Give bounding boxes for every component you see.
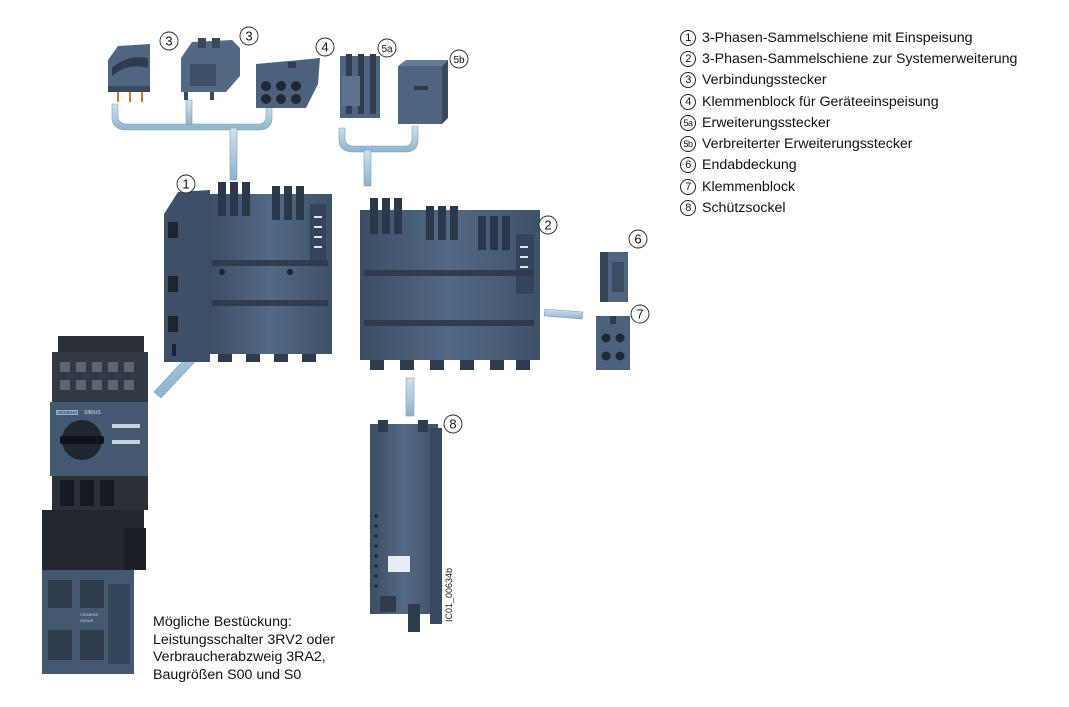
svg-text:3: 3 <box>165 34 172 49</box>
legend-badge: 4 <box>680 93 696 110</box>
breaker-contactor-stack: SIEMENS SIRIUS SIEMENS SIRIUS <box>42 336 148 674</box>
callout-5a: 5a <box>377 38 397 58</box>
caption-line: Mögliche Bestückung: <box>153 614 292 630</box>
contactor-model-label: SIRIUS <box>80 618 94 623</box>
caption-line: Baugrößen S00 und S0 <box>153 666 302 683</box>
busbar-2-system-extension <box>360 198 540 370</box>
contactor-brand-label: SIEMENS <box>80 612 98 617</box>
svg-text:4: 4 <box>321 40 328 55</box>
breaker-brand-label: SIEMENS <box>57 410 77 415</box>
legend-item-5a: 5a Erweiterungsstecker <box>680 112 1017 133</box>
part-3a-connector <box>108 44 150 102</box>
legend-text: Klemmenblock für Geräteeinspeisung <box>702 93 939 110</box>
part-3b-connector <box>181 38 240 100</box>
legend-badge: 5b <box>680 136 696 153</box>
legend-badge: 3 <box>680 72 696 89</box>
legend-badge: 2 <box>680 50 696 67</box>
legend-text: Verbreiterter Erweiterungsstecker <box>702 136 913 153</box>
callout-1: 1 <box>176 174 196 194</box>
legend-item-8: 8 Schützsockel <box>680 197 1017 218</box>
legend-text: Schützsockel <box>702 200 786 217</box>
callout-6: 6 <box>628 229 648 249</box>
legend-badge: 8 <box>680 200 696 217</box>
legend-item-3: 3 Verbindungsstecker <box>680 70 1017 91</box>
callout-7: 7 <box>630 304 650 324</box>
part-6-end-cover <box>600 252 628 302</box>
svg-text:7: 7 <box>636 307 643 322</box>
legend-text: 3-Phasen-Sammelschiene mit Einspeisung <box>702 29 973 46</box>
callout-4: 4 <box>315 37 335 57</box>
busbar-1-with-infeed <box>164 182 332 362</box>
legend-item-1: 1 3-Phasen-Sammelschiene mit Einspeisung <box>680 27 1017 48</box>
legend-text: Erweiterungsstecker <box>702 114 831 131</box>
figure-id: IC01_00634b <box>444 568 454 622</box>
legend-text: Klemmenblock <box>702 178 796 195</box>
part-7-terminal-block <box>596 316 630 370</box>
svg-text:3: 3 <box>245 29 252 44</box>
svg-text:6: 6 <box>634 232 641 247</box>
svg-text:1: 1 <box>182 177 189 192</box>
callout-3a: 3 <box>159 31 179 51</box>
caption-line: Verbraucherabzweig 3RA2, <box>153 649 326 665</box>
caption-line: Leistungsschalter 3RV2 oder <box>153 631 335 648</box>
part-8-contactor-base <box>370 420 442 632</box>
svg-text:2: 2 <box>544 218 551 233</box>
assembly-caption: Mögliche Bestückung: Leistungsschalter 3… <box>153 614 335 684</box>
legend-item-5b: 5b Verbreiterter Erweiterungsstecker <box>680 133 1017 154</box>
callout-8: 8 <box>443 414 463 434</box>
legend-item-6: 6 Endabdeckung <box>680 155 1017 176</box>
legend-badge: 1 <box>680 29 696 46</box>
legend-item-4: 4 Klemmenblock für Geräteeinspeisung <box>680 91 1017 112</box>
legend-text: Endabdeckung <box>702 157 797 174</box>
callout-2: 2 <box>538 215 558 235</box>
legend-badge: 7 <box>680 178 696 195</box>
callout-5b: 5b <box>449 49 469 69</box>
part-4-terminal-block <box>256 58 320 108</box>
svg-text:8: 8 <box>449 417 456 432</box>
legend-item-7: 7 Klemmenblock <box>680 176 1017 197</box>
part-5b-wide-extension-connector <box>398 60 448 124</box>
part-5a-extension-connector <box>340 54 380 118</box>
callout-3b: 3 <box>239 26 259 46</box>
callouts: 3 3 4 5a 5b 1 2 6 <box>159 26 650 434</box>
legend-badge: 5a <box>680 114 696 131</box>
svg-text:5a: 5a <box>381 44 393 55</box>
svg-text:5b: 5b <box>453 55 465 66</box>
legend-item-2: 2 3-Phasen-Sammelschiene zur Systemerweit… <box>680 48 1017 69</box>
legend-text: 3-Phasen-Sammelschiene zur Systemerweite… <box>702 50 1018 67</box>
legend-badge: 6 <box>680 157 696 174</box>
breaker-model-label: SIRIUS <box>84 410 101 416</box>
legend-text: Verbindungsstecker <box>702 72 827 89</box>
